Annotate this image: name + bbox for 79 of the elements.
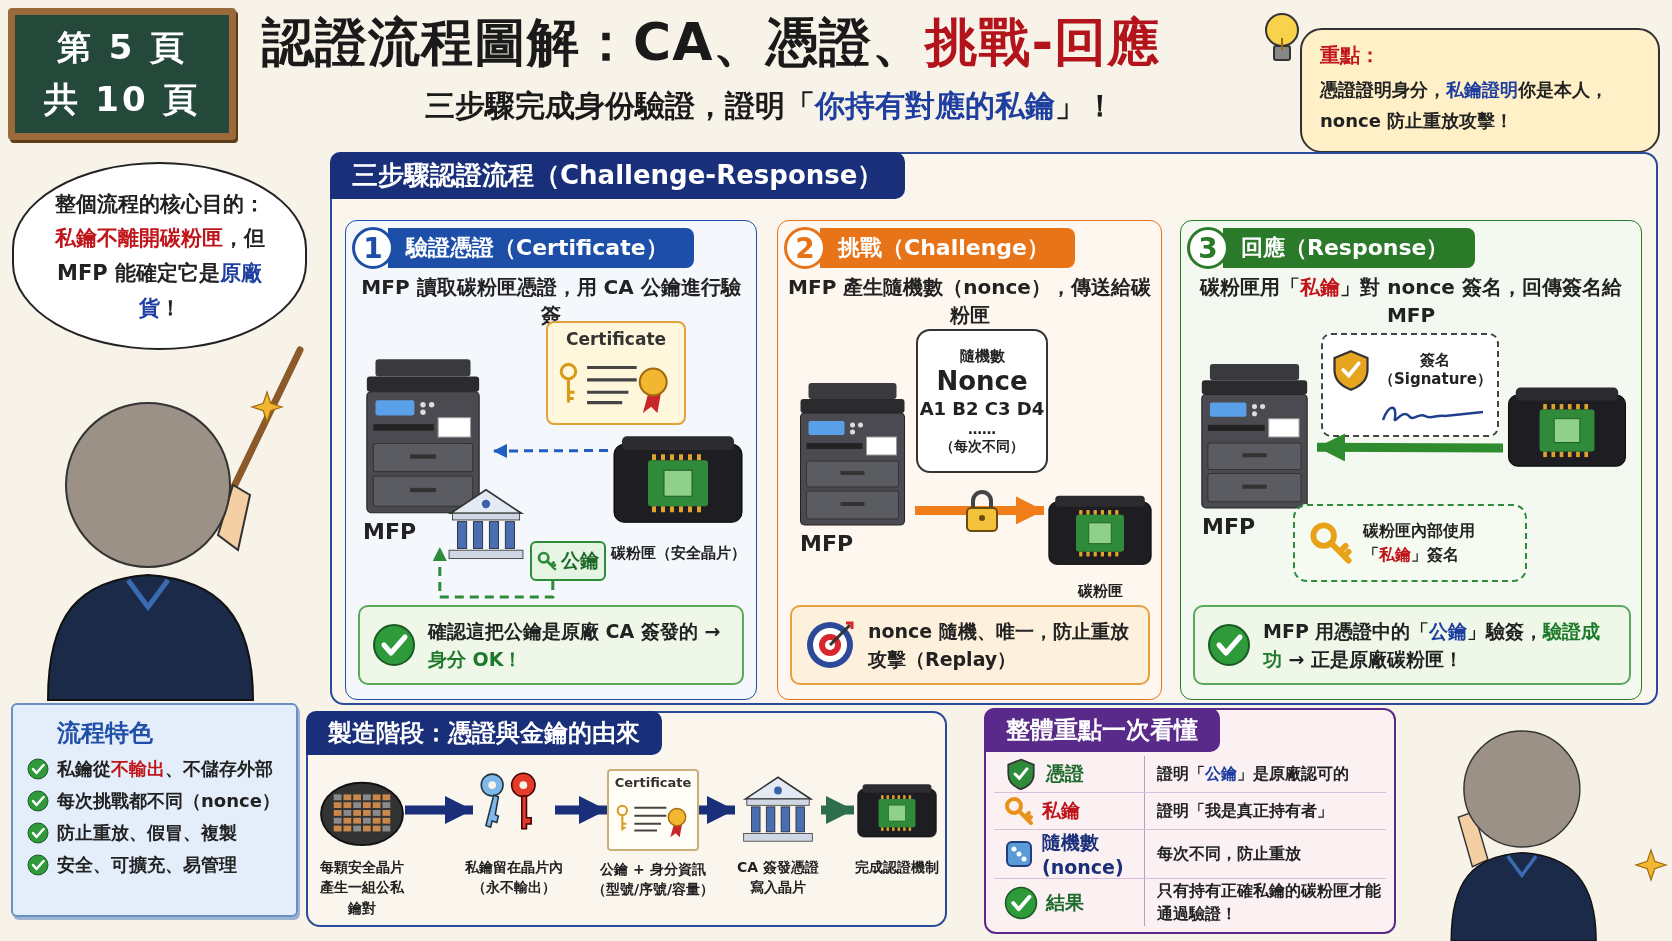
arrow xyxy=(405,796,473,824)
step-number: 2 xyxy=(784,227,826,269)
result-note xyxy=(790,605,1150,685)
certificate-heading: Certificate xyxy=(614,775,692,790)
speech-bubble xyxy=(1300,28,1660,153)
row-term: 憑證 xyxy=(1046,761,1084,787)
bubble-heading: 重點： xyxy=(1320,42,1381,69)
nonce-value: A1 B2 C3 D4 xyxy=(919,398,1045,420)
row-description: 證明「我是真正持有者」 xyxy=(1144,793,1386,830)
arrow xyxy=(493,443,608,458)
feature-item: 私鑰從不輸出、不儲存外部 xyxy=(57,757,273,781)
step-description: MFP 產生隨機數（nonce），傳送給碳粉匣 xyxy=(788,274,1151,329)
certificate-heading: Certificate xyxy=(565,329,667,349)
chalkboard xyxy=(8,8,236,140)
row-term: 結果 xyxy=(1046,889,1084,915)
bubble-text: 憑證證明身分，私鑰證明你是本人，nonce 防止重放攻擊！ xyxy=(1320,78,1609,133)
step-panel xyxy=(1180,220,1642,700)
tag-label: 公鑰 xyxy=(561,548,599,573)
step-number: 1 xyxy=(352,227,394,269)
step-description: 碳粉匣用「私鑰」對 nonce 簽名，回傳簽名給 MFP xyxy=(1198,274,1623,329)
step-panel xyxy=(777,220,1162,700)
certificate-card xyxy=(607,769,699,851)
section-panel xyxy=(306,711,947,927)
row-description: 證明「公鑰」是原廠認可的 xyxy=(1144,756,1386,793)
result-note xyxy=(358,605,744,685)
feature-item: 防止重放、假冒、複製 xyxy=(57,821,237,845)
key-callout xyxy=(1293,504,1527,582)
row-description: 每次不同，防止重放 xyxy=(1144,830,1386,879)
arrow xyxy=(1317,433,1503,462)
step-number: 3 xyxy=(1187,227,1229,269)
step-caption: 完成認證機制 xyxy=(854,858,940,877)
section-heading: 整體重點一次看懂 xyxy=(984,708,1220,752)
step-title: 驗證憑證（Certificate） xyxy=(388,228,694,268)
row-description: 只有持有正確私鑰的碳粉匣才能通過驗證！ xyxy=(1144,879,1386,926)
step-caption: 私鑰留在晶片內（永不輸出） xyxy=(464,858,564,898)
nonce-title: Nonce xyxy=(936,365,1028,397)
signature-label: 簽名（Signature） xyxy=(1379,350,1492,390)
result-note xyxy=(1193,605,1631,685)
page-title: 認證流程圖解：CA、憑證、挑戰-回應 xyxy=(262,11,1161,74)
row-term: 私鑰 xyxy=(1042,798,1080,824)
arrow xyxy=(432,547,555,599)
device-label: MFP xyxy=(800,530,854,558)
step-title: 回應（Response） xyxy=(1223,228,1475,268)
step-panel xyxy=(345,220,757,700)
device-label: MFP xyxy=(363,518,417,546)
key-tag xyxy=(530,541,606,581)
step-caption: 公鑰 + 身分資訊（型號/序號/容量） xyxy=(591,860,715,900)
arrow xyxy=(699,796,735,824)
feature-card xyxy=(11,703,298,917)
section-panel xyxy=(330,152,1658,705)
arrow xyxy=(555,796,607,824)
subtitle: 三步驟完成身份驗證，證明「你持有對應的私鑰」！ xyxy=(424,87,1116,125)
note-text: nonce 隨機、唯一，防止重放攻擊（Replay） xyxy=(868,618,1130,672)
step-caption: 每顆安全晶片產生一組公私鑰對 xyxy=(319,858,406,918)
row-term: 隨機數 (nonce) xyxy=(1042,830,1125,879)
card-heading: 流程特色 xyxy=(57,718,154,749)
feature-item: 安全、可擴充、易管理 xyxy=(57,853,237,877)
device-label: MFP xyxy=(1202,513,1256,541)
ellipsis: …… xyxy=(968,420,996,438)
device-label: 碳粉匣 xyxy=(1077,581,1123,601)
note-text: MFP 用憑證中的「公鑰」驗簽，驗證成功 → 正是原廠碳粉匣！ xyxy=(1263,618,1602,672)
callout-text: 碳粉匣內部使用「私鑰」簽名 xyxy=(1363,520,1476,566)
feature-item: 每次挑戰都不同（nonce） xyxy=(57,789,280,813)
callout-note: （每次不同） xyxy=(940,438,1024,456)
section-heading: 製造階段：憑證與金鑰的由來 xyxy=(306,711,662,755)
signature-callout xyxy=(1321,333,1499,437)
arrow xyxy=(915,496,1044,525)
nonce-callout xyxy=(916,329,1048,473)
step-caption: CA 簽發憑證寫入晶片 xyxy=(736,858,820,898)
step-title: 挑戰（Challenge） xyxy=(820,228,1075,268)
summary-panel xyxy=(984,708,1396,934)
note-text: 確認這把公鑰是原廠 CA 簽發的 → 身分 OK！ xyxy=(428,618,722,672)
callout-label: 隨機數 xyxy=(959,346,1005,365)
device-label: 碳粉匣（安全晶片） xyxy=(610,543,746,563)
page-number: 共 10 頁 xyxy=(43,78,201,121)
arrow xyxy=(821,796,854,824)
section-heading: 三步驟認證流程（Challenge-Response） xyxy=(330,152,906,199)
bubble-text: 整個流程的核心目的：私鑰不離開碳粉匣，但 MFP 能確定它是原廠貨！ xyxy=(53,190,266,322)
page-number: 第 5 頁 xyxy=(56,26,188,69)
